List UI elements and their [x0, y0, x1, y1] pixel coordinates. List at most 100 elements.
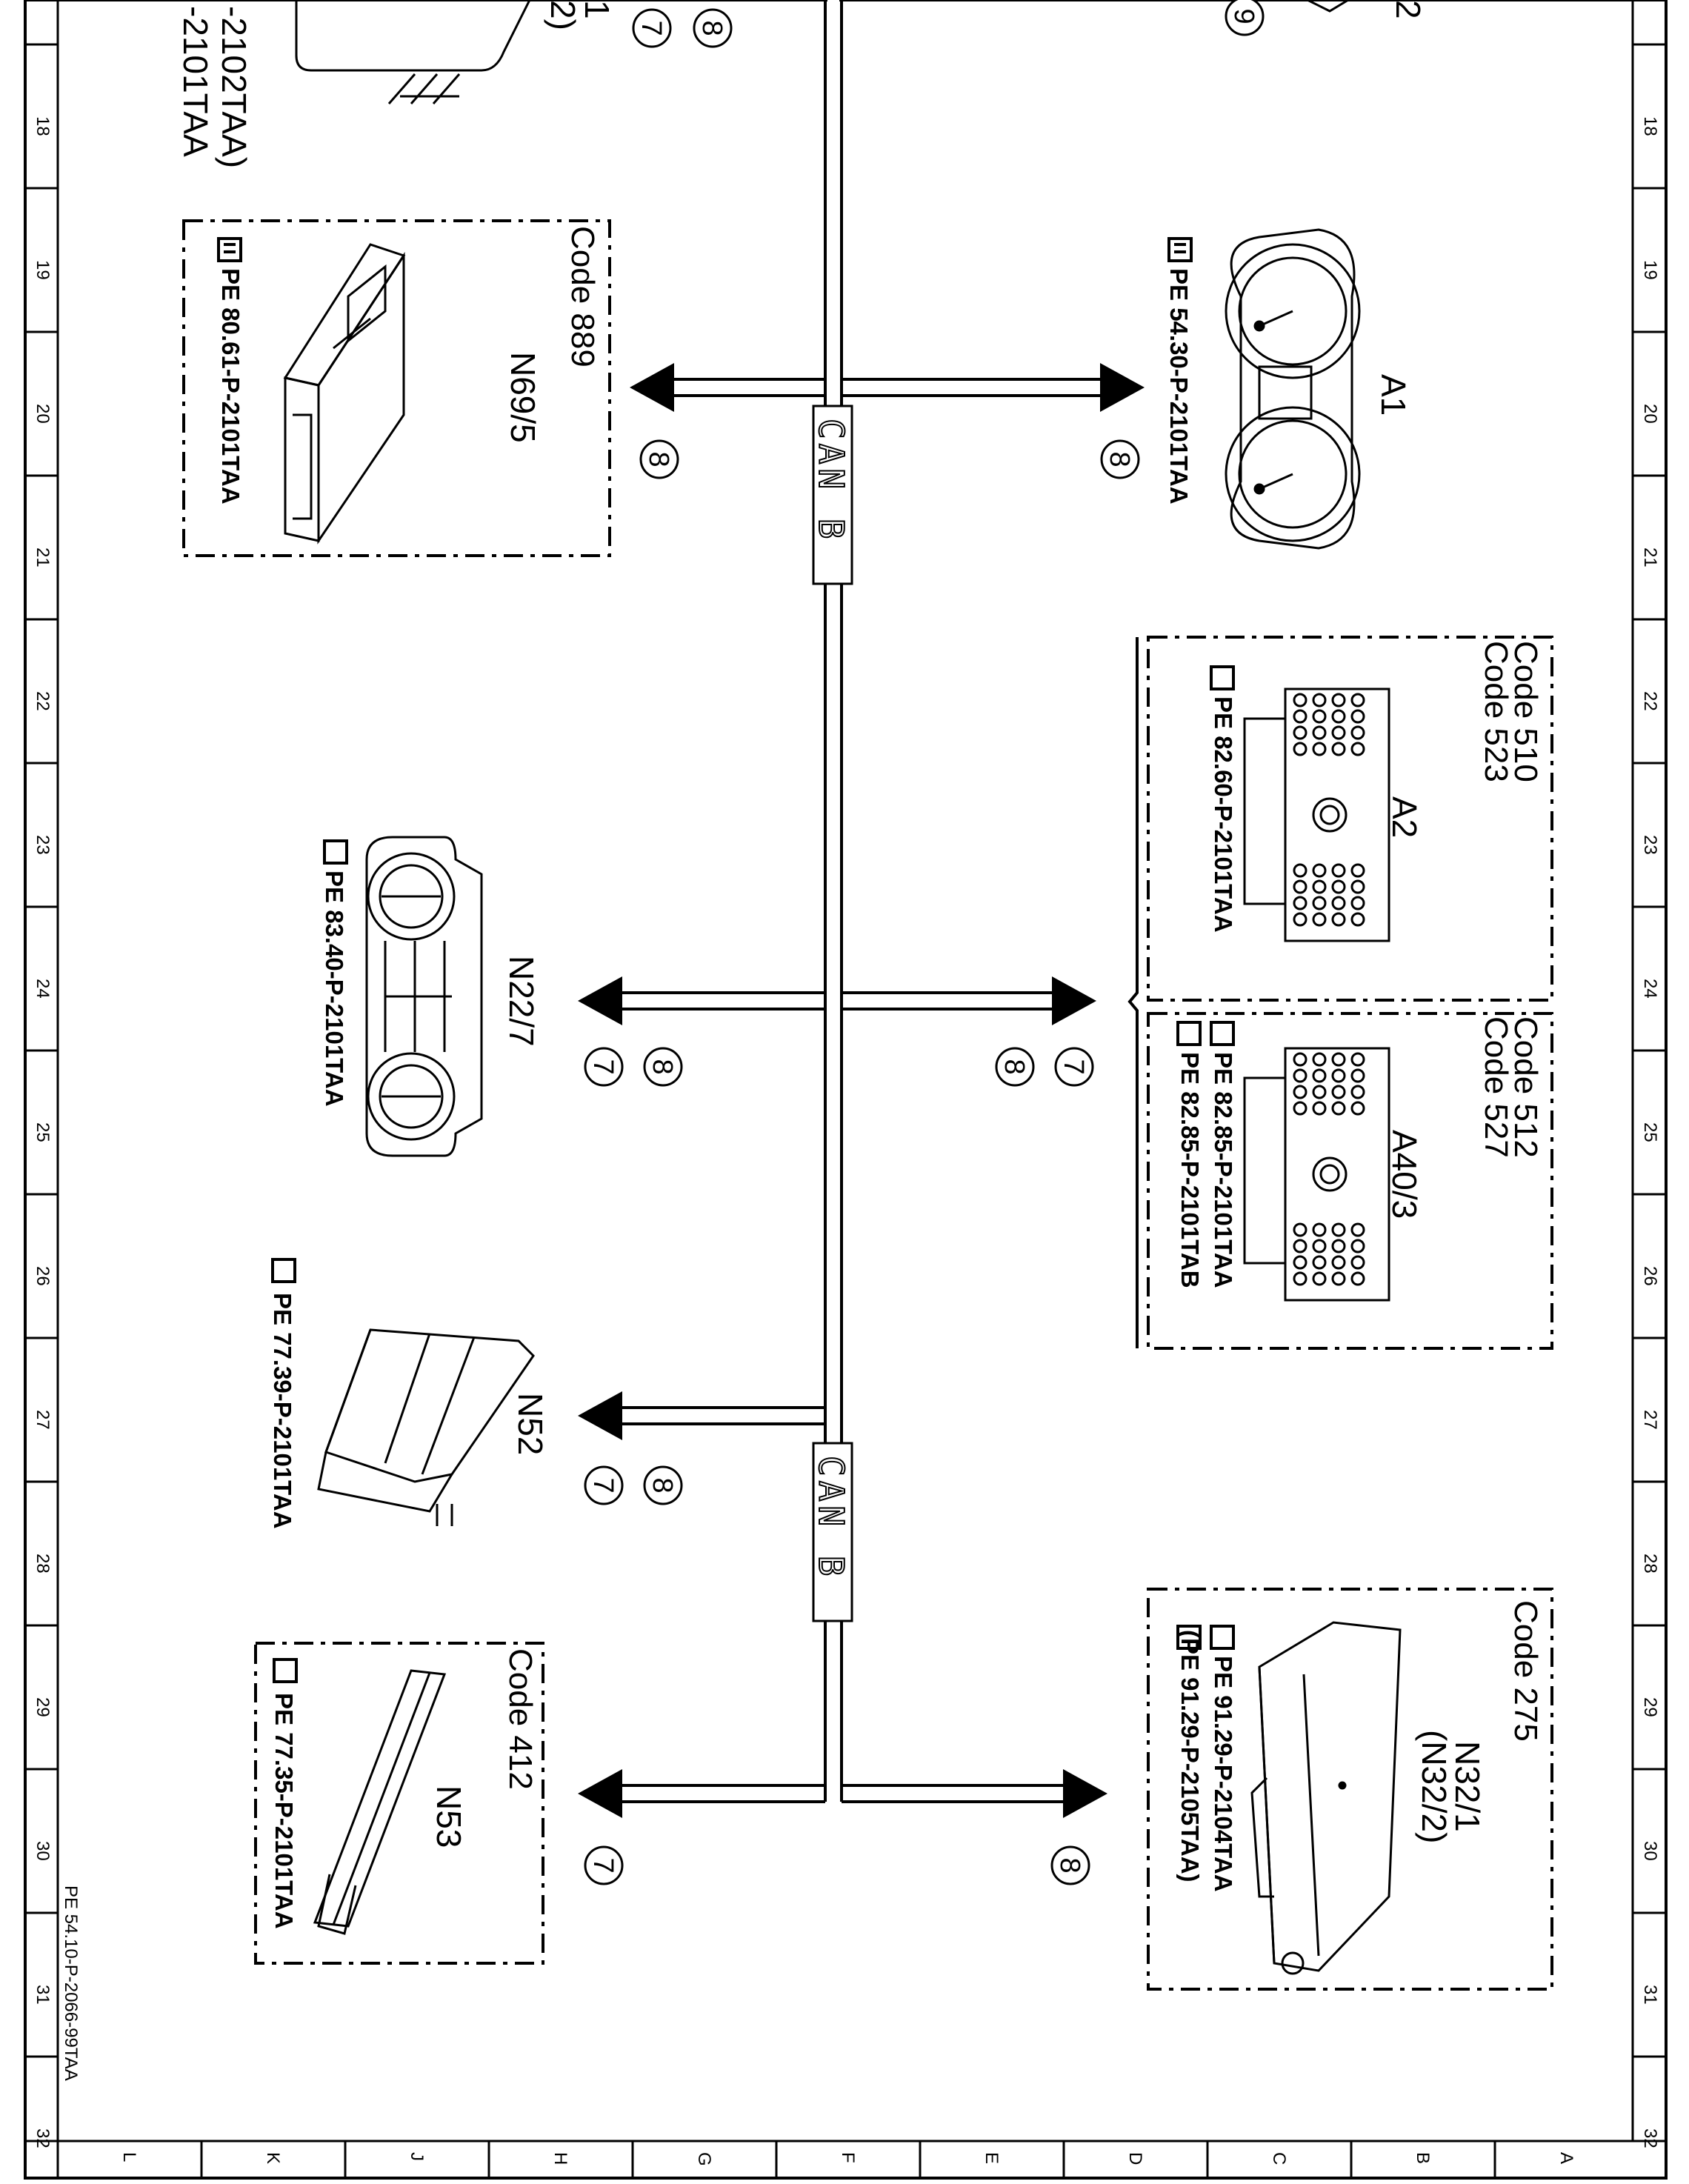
row-label-right: 26: [1640, 1266, 1660, 1286]
svg-text:2): 2): [544, 0, 582, 30]
a40-3-pe-1: PE 82.85-P-2101TAA: [1210, 1052, 1237, 1288]
radio-button-knob: [1331, 709, 1346, 724]
row-label-right: 32: [1640, 2128, 1660, 2148]
column-label: E: [982, 2152, 1002, 2164]
radio-button-knob: [1350, 742, 1365, 756]
radio-button-knob: [1350, 725, 1365, 740]
reference-circle-labels: 8 7 9 8 8 8 7 8 7 8 7 7 8: [587, 8, 1259, 1873]
top-fragment-left: -2101TAA -2102TAA) 1 2) 2: [176, 0, 1428, 168]
row-label-left: 28: [33, 1554, 53, 1574]
instrument-cluster-drawing: [1225, 228, 1361, 550]
n22-7-id: N22/7: [502, 956, 541, 1047]
radio-button-knob: [1350, 879, 1365, 894]
row-label-left: 24: [33, 979, 53, 999]
radio-button-knob: [1312, 1101, 1327, 1116]
component-n52: N52 PE 77.39-P-2101TAA: [269, 1258, 550, 1529]
a40-3-id: A40/3: [1385, 1130, 1424, 1219]
n69-5-id: N69/5: [504, 352, 542, 443]
svg-text:8: 8: [1104, 451, 1135, 467]
radio-button-knob: [1331, 1255, 1346, 1270]
column-label: C: [1269, 2152, 1289, 2165]
svg-text:1: 1: [578, 0, 616, 19]
row-label-left: 25: [33, 1122, 53, 1142]
svg-text:2: 2: [1389, 0, 1428, 19]
row-label-left: 26: [33, 1266, 53, 1286]
radio-button-knob: [1293, 1222, 1307, 1237]
row-label-right: 23: [1640, 835, 1660, 855]
can-b-bus: CAN B CAN B: [578, 0, 1145, 1818]
n52-id: N52: [511, 1393, 550, 1455]
radio-button-knob: [1350, 912, 1365, 927]
row-label-right: 27: [1640, 1410, 1660, 1430]
outer-frame: [24, 0, 1668, 2180]
radio-button-knob: [1293, 1068, 1307, 1083]
radio-button-knob: [1350, 709, 1365, 724]
component-n53: Code 412 N53 PE 77.35-P-2101TAA: [254, 1642, 544, 1965]
svg-text:7: 7: [587, 1477, 619, 1493]
radio-button-knob: [1293, 1085, 1307, 1099]
row-label-right: 21: [1640, 547, 1660, 567]
document-reference: PE 54.10-P-2066-99TAA: [61, 1885, 81, 2081]
control-module-drawing: [1250, 1621, 1402, 1975]
radio-button-knob: [1312, 1239, 1327, 1254]
radio-button-knob: [1331, 863, 1346, 878]
radio-button-knob: [1350, 1068, 1365, 1083]
row-label-left: 18: [33, 116, 53, 136]
n32-1-alt: (N32/2): [1415, 1730, 1453, 1843]
radio-button-knob: [1350, 1222, 1365, 1237]
row-label-left: 29: [33, 1697, 53, 1717]
radio-navigation-drawing: [1243, 1047, 1390, 1302]
radio-button-knob: [1312, 1271, 1327, 1286]
radio-button-knob: [1350, 1239, 1365, 1254]
n53-id: N53: [430, 1785, 468, 1848]
radio-button-knob: [1312, 1068, 1327, 1083]
hand-pointer-icon: [1176, 1625, 1235, 1650]
svg-text:8: 8: [696, 20, 727, 36]
n32-1-pe-1: PE 91.29-P-2104TAA: [1210, 1656, 1237, 1892]
radio-button-knob: [1293, 896, 1307, 910]
radio-button-knob: [1331, 1239, 1346, 1254]
row-label-right: 24: [1640, 979, 1660, 999]
radio-button-knob: [1350, 1101, 1365, 1116]
svg-text:7: 7: [587, 1059, 619, 1074]
radio-button-knob: [1293, 1052, 1307, 1067]
row-label-left: 23: [33, 835, 53, 855]
a2-pe: PE 82.60-P-2101TAA: [1210, 696, 1237, 933]
a40-3-code-1: Code 512: [1508, 1016, 1544, 1158]
radio-button-knob: [1312, 693, 1327, 708]
svg-text:-2101TAA: -2101TAA: [176, 6, 215, 157]
a1-pe: PE 54.30-P-2101TAA: [1165, 268, 1193, 505]
hand-pointer-icon: [271, 1258, 296, 1283]
radio-button-knob: [1331, 725, 1346, 740]
n32-1-id: N32/1: [1448, 1741, 1487, 1832]
radio-button-knob: [1350, 693, 1365, 708]
n69-5-code: Code 889: [564, 226, 601, 367]
a1-id: A1: [1374, 374, 1413, 416]
climate-panel-drawing: [365, 836, 483, 1157]
radio-button-knob: [1293, 879, 1307, 894]
row-label-right: 28: [1640, 1554, 1660, 1574]
hand-pointer-icon: [1167, 237, 1193, 262]
radio-button-knob: [1312, 1085, 1327, 1099]
hand-pointer-icon: [1210, 665, 1235, 690]
radio-button-knob: [1331, 742, 1346, 756]
row-label-right: 31: [1640, 1985, 1660, 2005]
svg-text:7: 7: [636, 20, 667, 36]
radio-button-knob: [1331, 896, 1346, 910]
row-label-left: 21: [33, 547, 53, 567]
hand-pointer-icon: [1176, 1021, 1235, 1046]
component-n32-1: Code 275 N32/1 (N32/2) PE 91.29-P-2104TA…: [1147, 1588, 1553, 1991]
radio-button-knob: [1312, 896, 1327, 910]
svg-text:8: 8: [647, 1059, 678, 1074]
svg-text:8: 8: [643, 451, 674, 467]
column-label: L: [119, 2152, 139, 2162]
radio-button-knob: [1293, 693, 1307, 708]
radio-button-knob: [1350, 1052, 1365, 1067]
row-label-left: 22: [33, 691, 53, 711]
radio-button-knob: [1293, 912, 1307, 927]
row-label-left: 31: [33, 1985, 53, 2005]
n53-code: Code 412: [502, 1648, 539, 1790]
n69-5-pe: PE 80.61-P-2101TAA: [217, 268, 244, 505]
radio-button-knob: [1331, 1085, 1346, 1099]
